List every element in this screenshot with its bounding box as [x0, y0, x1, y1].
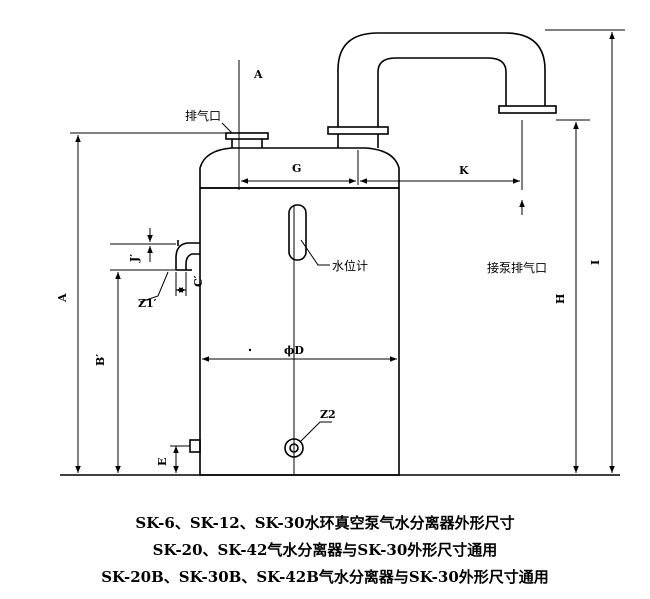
- caption-line-2: SK-20、SK-42气水分离器与SK-30外形尺寸通用: [152, 541, 498, 559]
- label-g: G: [292, 162, 301, 175]
- caption-line-3: SK-20B、SK-30B、SK-42B气水分离器与SK-30外形尺寸通用: [101, 568, 549, 586]
- label-k: K: [459, 164, 469, 177]
- label-z1-prime: Z1′: [138, 297, 157, 310]
- label-j-prime: J′: [128, 254, 141, 263]
- label-e: E: [156, 458, 169, 466]
- caption: SK-6、SK-12、SK-30水环真空泵气水分离器外形尺寸 SK-20、SK-…: [0, 510, 650, 591]
- label-i: I: [589, 260, 602, 265]
- separator-dimension-drawing: A G K I H A B′ C′ J′ Z1′ E Z2 ϕD 排气口 水位计…: [56, 29, 625, 476]
- label-a-top: A: [253, 68, 263, 81]
- label-water-level-gauge: 水位计: [332, 258, 368, 273]
- label-phi-d: ϕD: [284, 344, 304, 357]
- side-inlet-elbow: [175, 242, 200, 270]
- side-bottom-nozzle: [189, 439, 201, 453]
- u-pipe-bottom-flange: [327, 126, 389, 135]
- label-z2: Z2: [320, 408, 336, 421]
- tank-body: [199, 187, 400, 476]
- label-exhaust-port: 排气口: [185, 108, 221, 123]
- label-pump-exhaust-inlet: 接泵排气口: [487, 260, 547, 275]
- label-c-prime: C′: [192, 275, 205, 287]
- u-pipe-outlet-flange: [498, 105, 557, 114]
- label-h: H: [554, 294, 567, 304]
- exhaust-port-flange: [225, 132, 269, 140]
- label-b-prime: B′: [94, 354, 107, 366]
- caption-line-1: SK-6、SK-12、SK-30水环真空泵气水分离器外形尺寸: [135, 514, 515, 532]
- u-pipe: [337, 32, 546, 127]
- label-a-left: A: [56, 293, 69, 303]
- tank-dome: [199, 147, 400, 188]
- water-level-gauge: [288, 204, 307, 261]
